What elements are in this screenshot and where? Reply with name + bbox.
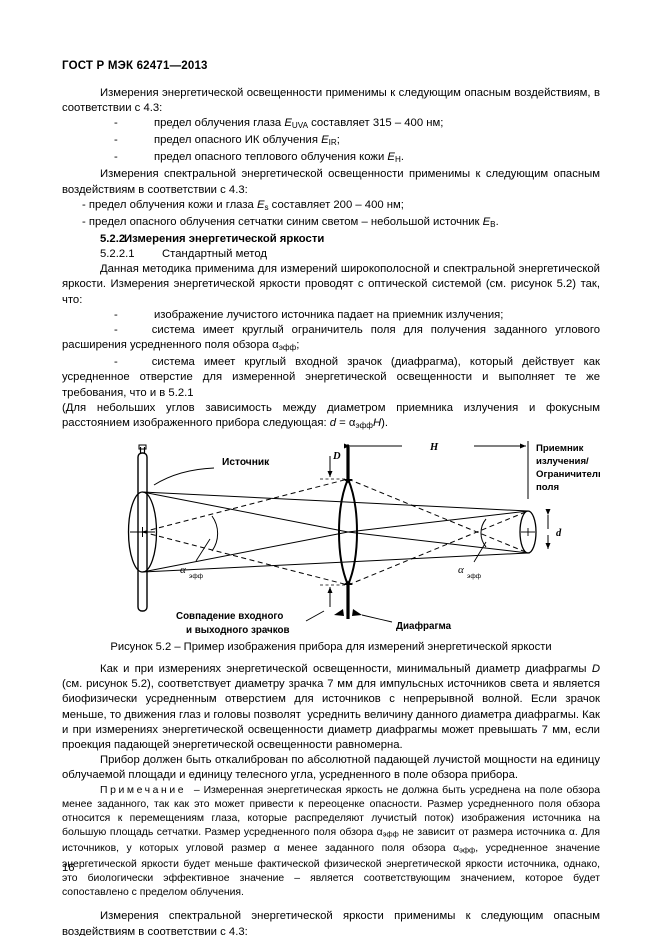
dash-bullet: - [114,117,118,130]
standard-header: ГОСТ Р МЭК 62471—2013 [62,60,208,72]
label-angle-right: α [458,564,464,576]
label-detector-3: Ограничитель [536,469,600,480]
note-label: Примечание [100,784,187,796]
list-optical-system-conditions: - изображение лучистого источника падает … [62,308,600,323]
paragraph-small-angle-formula: (Для небольших углов зависимость между д… [62,401,600,430]
subsection-title: Стандартный метод [162,247,267,260]
paragraph-spectral-irradiance-intro: Измерения спектральной энергетической ос… [62,168,600,196]
dash-bullet: - [114,308,118,321]
note-text: Примечание – Измеренная энергетическая я… [62,784,600,899]
label-dim-H: H [429,442,439,453]
note-block: Примечание – Измеренная энергетическая я… [62,784,600,901]
list-item: - предел облучения глаза EUVA составляет … [62,116,600,133]
paragraph-spectral-radiance-intro: Измерения спектральной энергетической яр… [62,910,600,936]
subsection-number: 5.2.2.1 [100,247,135,260]
label-source: Источник [222,457,270,468]
list-item: -система имеет круглый ограничитель поля… [62,323,600,352]
paragraph-method-intro: Данная методика применима для измерений … [62,263,600,306]
section-number: 5.2.2 [100,232,126,245]
figure-5-2: Источник D H d α эфф α эфф Приемник излу… [62,439,604,639]
list-item: -система имеет круглый входной зрачок (д… [62,356,600,399]
label-detector-1: Приемник [536,443,584,454]
list-item: - предел опасного ИК облучения EIR; [62,133,600,150]
paragraph-calibration: Прибор должен быть откалиброван по абсол… [62,754,600,782]
optical-system-diagram: Источник D H d α эфф α эфф Приемник излу… [127,440,604,636]
section-heading-5-2-2-1: 5.2.2.1 Стандартный метод [62,247,600,262]
list-item-label: предел облучения глаза EUVA составляет 3… [154,117,444,131]
angle-arc-left [211,515,219,552]
page-number: 16 [62,862,75,874]
ray-solid [347,510,529,533]
label-angle-left-sub: эфф [189,573,204,580]
leader-pupils [305,610,325,622]
dash-bullet: - [114,151,118,164]
dash-bullet: - [114,134,118,147]
label-pupils-1: Совпадение входного [176,611,283,622]
page-content: ГОСТ Р МЭК 62471—2013 Измерения энергети… [62,60,604,936]
ray-solid-outer [142,552,529,573]
label-dim-d: d [556,528,562,539]
label-angle-right-sub: эфф [467,573,482,580]
figure-caption: Рисунок 5.2 – Пример изображения прибора… [110,640,552,653]
label-detector-2: излучения/ [536,456,589,467]
ray-dashed [142,478,349,533]
list-item-label: предел опасного ИК облучения EIR; [154,134,340,148]
leader-aperture-arrow-left [334,608,344,616]
label-dim-D: D [332,451,341,462]
ray-dashed [347,510,529,586]
label-aperture: Диафрагма [396,621,452,632]
section-heading-5-2-2: 5.2.2 Измерения энергетической яркости [62,232,600,247]
ray-solid [142,531,349,573]
label-detector-4: поля [536,482,559,493]
paragraph-aperture-diameter: Как и при измерениях энергетической осве… [62,662,600,751]
ray-dashed [142,531,349,586]
list-item: - изображение лучистого источника падает … [62,308,600,323]
list-item: - предел облучения кожи и глаза Es соста… [82,198,404,212]
list-irradiance-limits: - предел облучения глаза EUVA составляет … [62,116,600,167]
label-pupils-2: и выходного зрачков [186,625,290,636]
paragraph-irradiance-intro: Измерения энергетической освещенности пр… [62,87,600,115]
angle-leader-left [195,538,211,562]
ray-solid [142,491,349,533]
list-item: - предел опасного облучения сетчатки син… [82,215,499,229]
ray-solid-outer [142,491,529,512]
list-item: - предел опасного теплового облучения кож… [62,150,600,167]
angle-leader-right [473,541,487,563]
leader-source [153,467,215,486]
leader-aperture [361,614,393,623]
list-item-label: изображение лучистого источника падает н… [154,308,504,321]
label-angle-left: α [180,564,186,576]
section-title: Измерения энергетической яркости [124,232,325,245]
leader-aperture-arrow-right [352,608,362,616]
ray-dashed [347,478,529,554]
ray-solid [347,531,529,554]
list-item-label: предел опасного теплового облучения кожи… [154,151,404,165]
